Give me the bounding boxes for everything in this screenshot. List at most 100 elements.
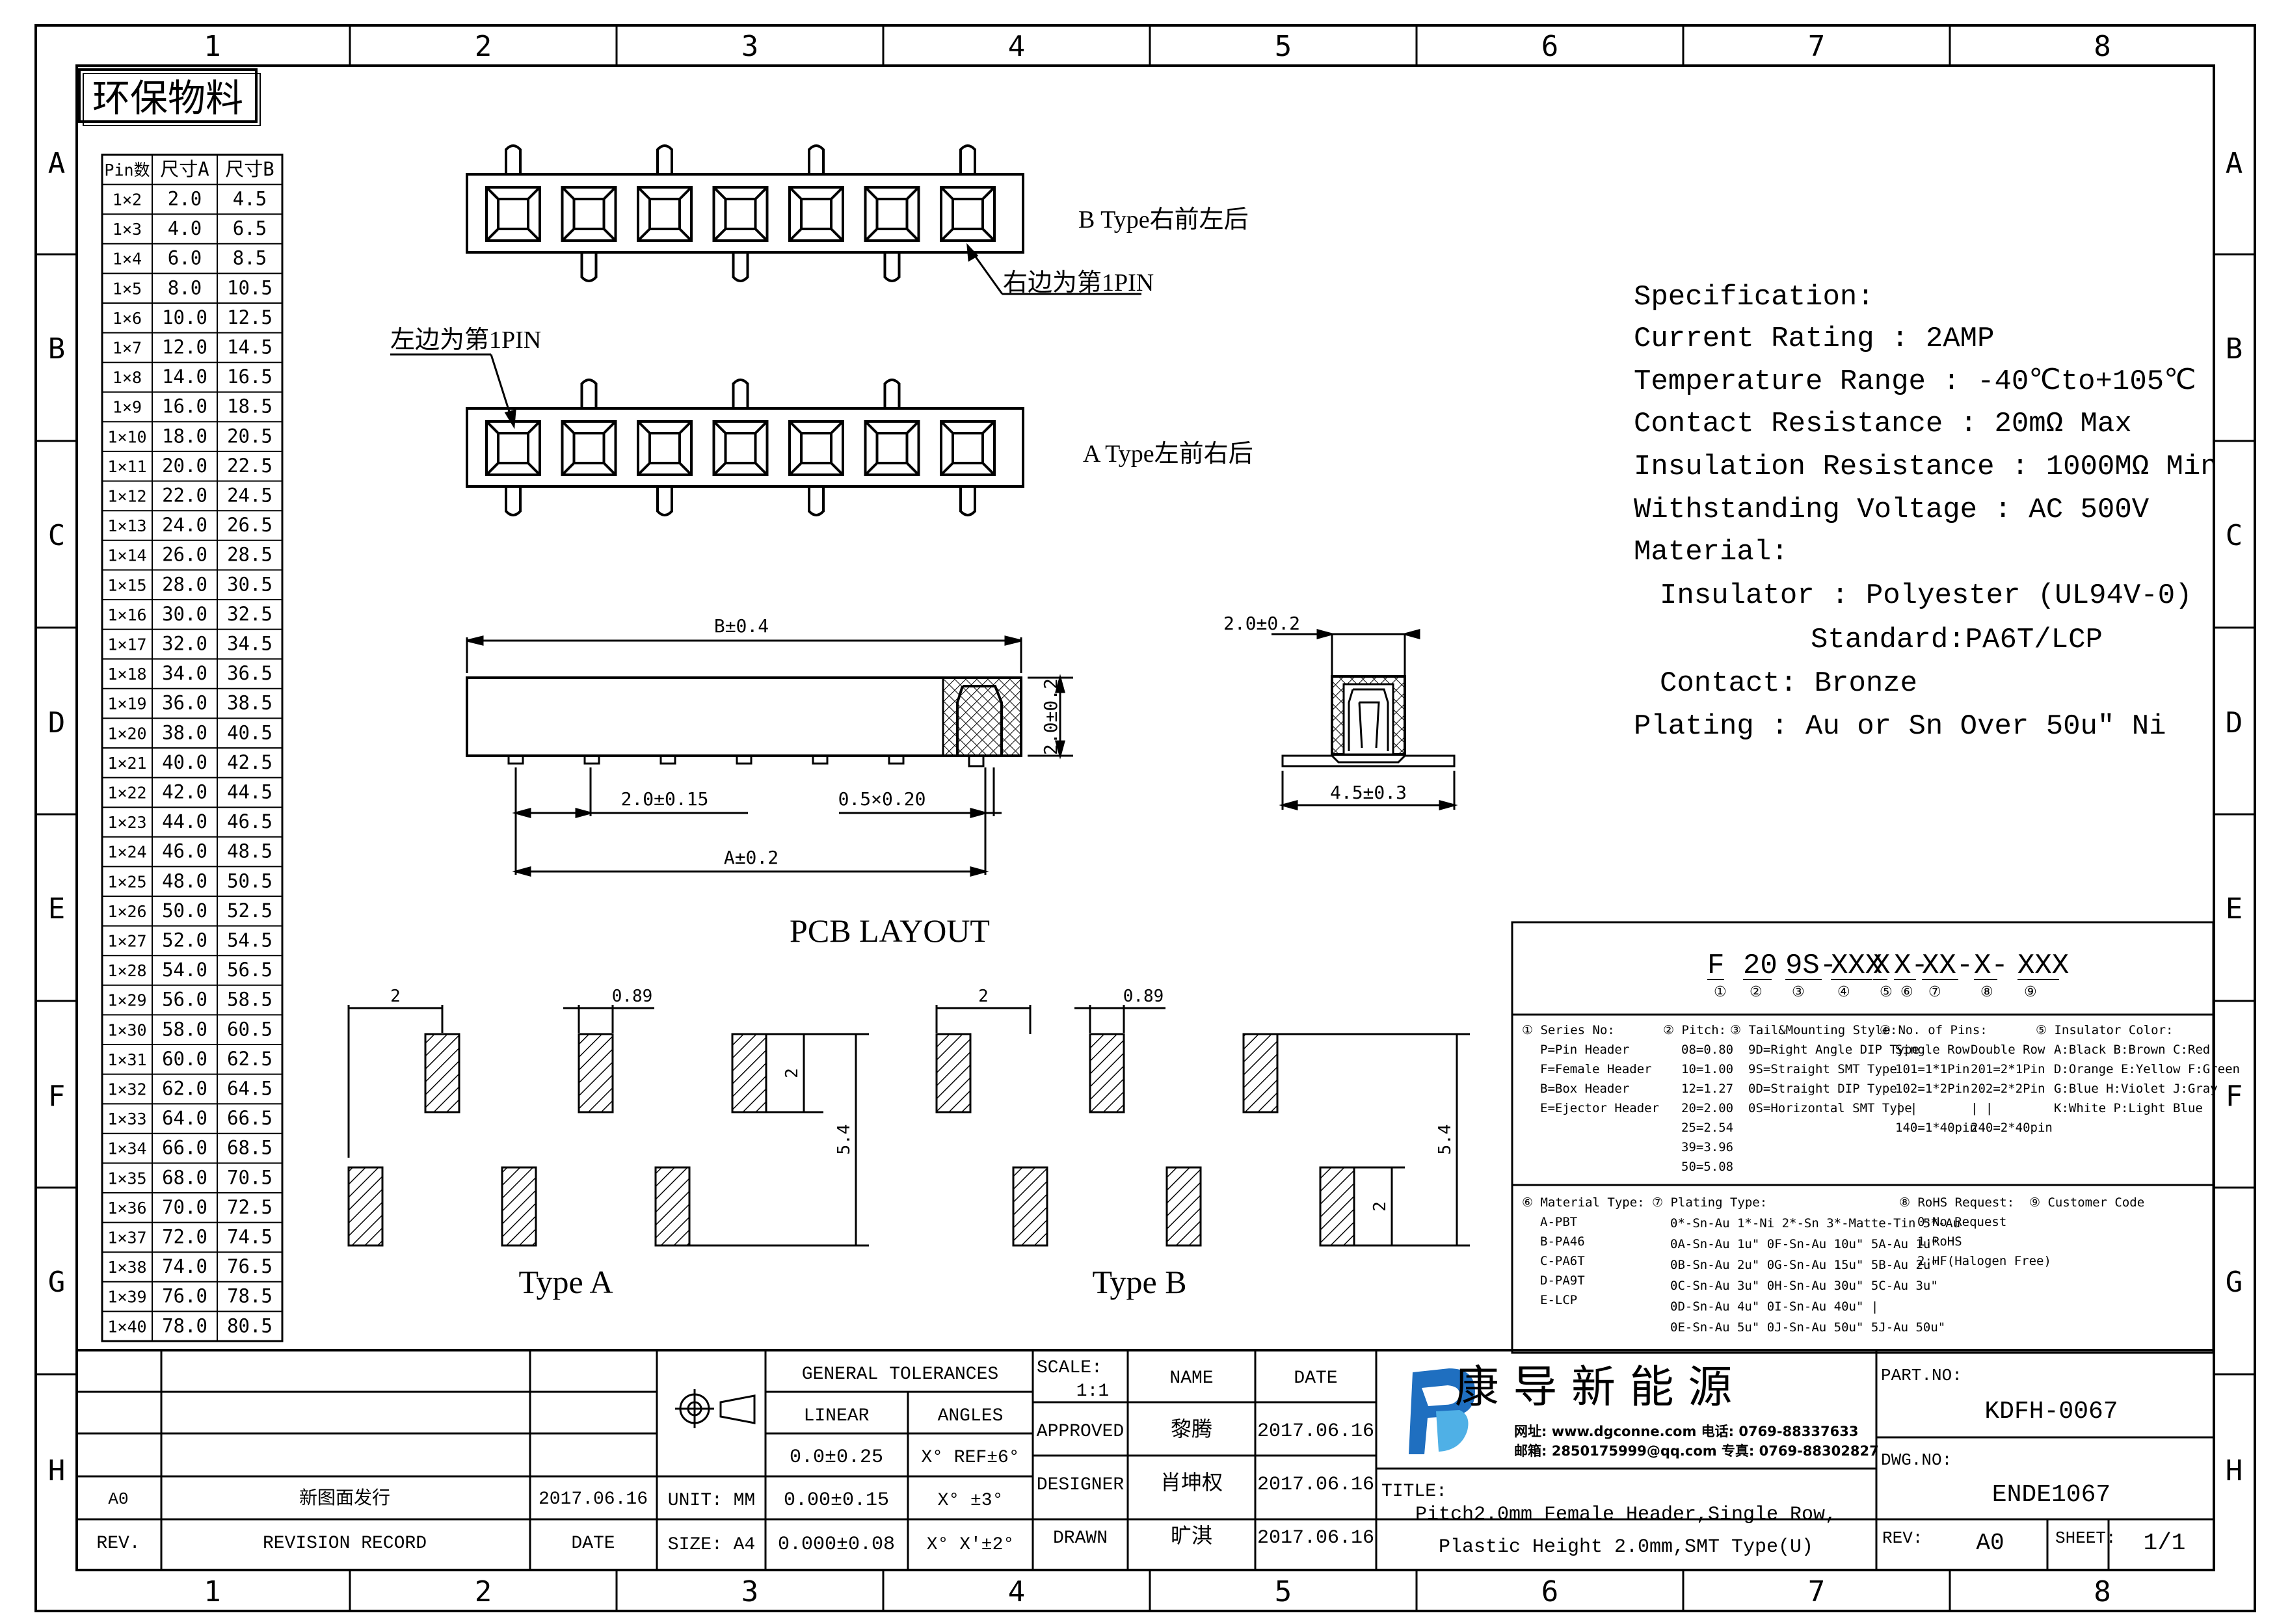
table-cell: 58.5 bbox=[227, 989, 273, 1011]
table-cell: 4.0 bbox=[168, 217, 202, 239]
dwg-no-label: DWG.NO: bbox=[1881, 1450, 1952, 1470]
dim-pad-text: 2 bbox=[1370, 1201, 1390, 1212]
frame-row-label-left: E bbox=[48, 892, 66, 925]
a-type-top-view bbox=[466, 379, 1024, 516]
legend-plating: 0A-Sn-Au 1u" 0F-Sn-Au 10u" 5A-Au 1u" bbox=[1670, 1237, 1938, 1251]
legend-plating: ⑦ Plating Type: bbox=[1652, 1195, 1767, 1210]
table-cell: 22.0 bbox=[162, 485, 207, 507]
table-cell: 46.0 bbox=[162, 840, 207, 862]
side-pin bbox=[583, 754, 600, 765]
pin1-left-leader bbox=[390, 353, 516, 429]
table-cell: 1×8 bbox=[113, 368, 142, 387]
contact-cavity-inner bbox=[800, 432, 832, 464]
legend-tail: 0D=Straight DIP Type bbox=[1748, 1082, 1897, 1096]
table-cell: 42.5 bbox=[227, 751, 273, 773]
part-code-segment: XXX bbox=[2017, 950, 2069, 982]
table-cell: 1×31 bbox=[107, 1050, 146, 1069]
part-no-value: KDFH-0067 bbox=[1984, 1398, 2118, 1426]
pcb-pad bbox=[1165, 1166, 1202, 1247]
drawing-frame bbox=[34, 24, 2256, 1612]
frame-col-label-top: 7 bbox=[1808, 30, 1826, 63]
table-cell: 24.5 bbox=[227, 485, 273, 507]
spec-line: Contact Resistance : 20mΩ Max bbox=[1634, 408, 2132, 440]
table-cell: 68.5 bbox=[227, 1137, 273, 1159]
contact-cavity-inner bbox=[952, 432, 984, 464]
table-cell: 1×19 bbox=[107, 695, 146, 713]
solder-tail bbox=[580, 379, 598, 408]
frame-row-label-right: E bbox=[2226, 892, 2243, 925]
table-cell: 56.0 bbox=[162, 989, 207, 1011]
title-block bbox=[77, 1349, 2214, 1570]
part-code-segment: F bbox=[1707, 950, 1724, 982]
frame-col-label-bottom: 6 bbox=[1541, 1575, 1559, 1608]
title-line-2: Plastic Height 2.0mm,SMT Type(U) bbox=[1439, 1536, 1813, 1558]
table-cell: 14.0 bbox=[162, 366, 207, 388]
table-cell: 62.0 bbox=[162, 1078, 207, 1100]
spec-title: Specification: bbox=[1634, 281, 1874, 313]
legend-series: E=Ejector Header bbox=[1540, 1101, 1659, 1115]
tol-linear-0: 0.0±0.25 bbox=[790, 1446, 883, 1469]
table-cell: 1×10 bbox=[107, 427, 146, 446]
legend-pitch: 12=1.27 bbox=[1681, 1082, 1733, 1096]
approved-name: 黎腾 bbox=[1171, 1417, 1212, 1441]
table-cell: 2.0 bbox=[168, 188, 202, 210]
table-cell: 1×15 bbox=[107, 576, 146, 594]
solder-tail bbox=[732, 252, 749, 282]
table-cell: 1×29 bbox=[107, 991, 146, 1010]
table-cell: 1×5 bbox=[113, 279, 142, 298]
designer-name: 肖坤权 bbox=[1160, 1470, 1223, 1495]
frame-row-label-right: F bbox=[2226, 1080, 2243, 1113]
contact-cavity-inner bbox=[497, 432, 529, 464]
frame-col-label-top: 8 bbox=[2094, 30, 2111, 63]
table-cell: 44.5 bbox=[227, 781, 273, 803]
specification: Specification: Current Rating : 2AMP Tem… bbox=[1634, 281, 2218, 743]
table-cell: 1×24 bbox=[107, 843, 146, 862]
table-cell: 26.0 bbox=[162, 544, 207, 566]
dim-width-bottom-text: 4.5±0.3 bbox=[1330, 782, 1407, 803]
frame-col-label-bottom: 7 bbox=[1808, 1575, 1826, 1608]
table-cell: 50.5 bbox=[227, 870, 273, 892]
table-cell: 60.0 bbox=[162, 1048, 207, 1070]
table-cell: 18.0 bbox=[162, 425, 207, 447]
table-header-cell: 尺寸B bbox=[225, 158, 274, 180]
legend-color: ⑤ Insulator Color: bbox=[2036, 1023, 2174, 1037]
pcb-pad bbox=[424, 1033, 460, 1113]
legend-material: A-PBT bbox=[1540, 1215, 1577, 1229]
dim-089-text: 0.89 bbox=[1123, 987, 1164, 1006]
table-cell: 50.0 bbox=[162, 899, 207, 922]
legend-material: D-PA9T bbox=[1540, 1273, 1585, 1288]
table-cell: 1×11 bbox=[107, 457, 146, 476]
table-cell: 1×34 bbox=[107, 1139, 146, 1158]
table-cell: 36.0 bbox=[162, 692, 207, 714]
part-code-segment: XXX bbox=[1831, 950, 1882, 982]
frame-col-label-bottom: 3 bbox=[741, 1575, 759, 1608]
legend-color: A:Black B:Brown C:Red bbox=[2054, 1043, 2210, 1057]
legend-pins-title: ④ No. of Pins: bbox=[1880, 1023, 1988, 1037]
table-cell: 40.5 bbox=[227, 721, 273, 743]
legend-rohs: 0:No Request bbox=[1917, 1215, 2006, 1229]
drawn-name: 旷淇 bbox=[1171, 1523, 1212, 1548]
table-cell: 26.5 bbox=[227, 514, 273, 536]
frame-row-label-left: B bbox=[48, 332, 66, 366]
dim-2-text: 2 bbox=[390, 987, 401, 1006]
title-label: TITLE: bbox=[1381, 1482, 1447, 1502]
table-cell: 36.5 bbox=[227, 662, 273, 684]
table-cell: 1×23 bbox=[107, 813, 146, 832]
rev-label: REV: bbox=[1882, 1528, 1923, 1548]
part-numbering-box bbox=[1511, 921, 2215, 1354]
table-cell: 80.5 bbox=[227, 1314, 273, 1337]
rev-value: A0 bbox=[1976, 1530, 2004, 1556]
frame-row-label-left: G bbox=[48, 1266, 66, 1299]
b-type-label: B Type右前左后 bbox=[1078, 206, 1249, 233]
table-cell: 4.5 bbox=[233, 188, 267, 210]
table-cell: 1×22 bbox=[107, 784, 146, 803]
solder-tail bbox=[656, 486, 673, 516]
table-cell: 64.5 bbox=[227, 1078, 273, 1100]
table-cell: 1×3 bbox=[113, 220, 142, 239]
table-cell: 22.5 bbox=[227, 455, 273, 477]
revision-record-header: REVISION RECORD bbox=[263, 1534, 427, 1554]
company-logo: 康 导 新 能 源 网址: www.dgconne.com 电话: 0769-8… bbox=[1409, 1362, 1879, 1459]
table-header-cell: 尺寸A bbox=[160, 158, 209, 180]
